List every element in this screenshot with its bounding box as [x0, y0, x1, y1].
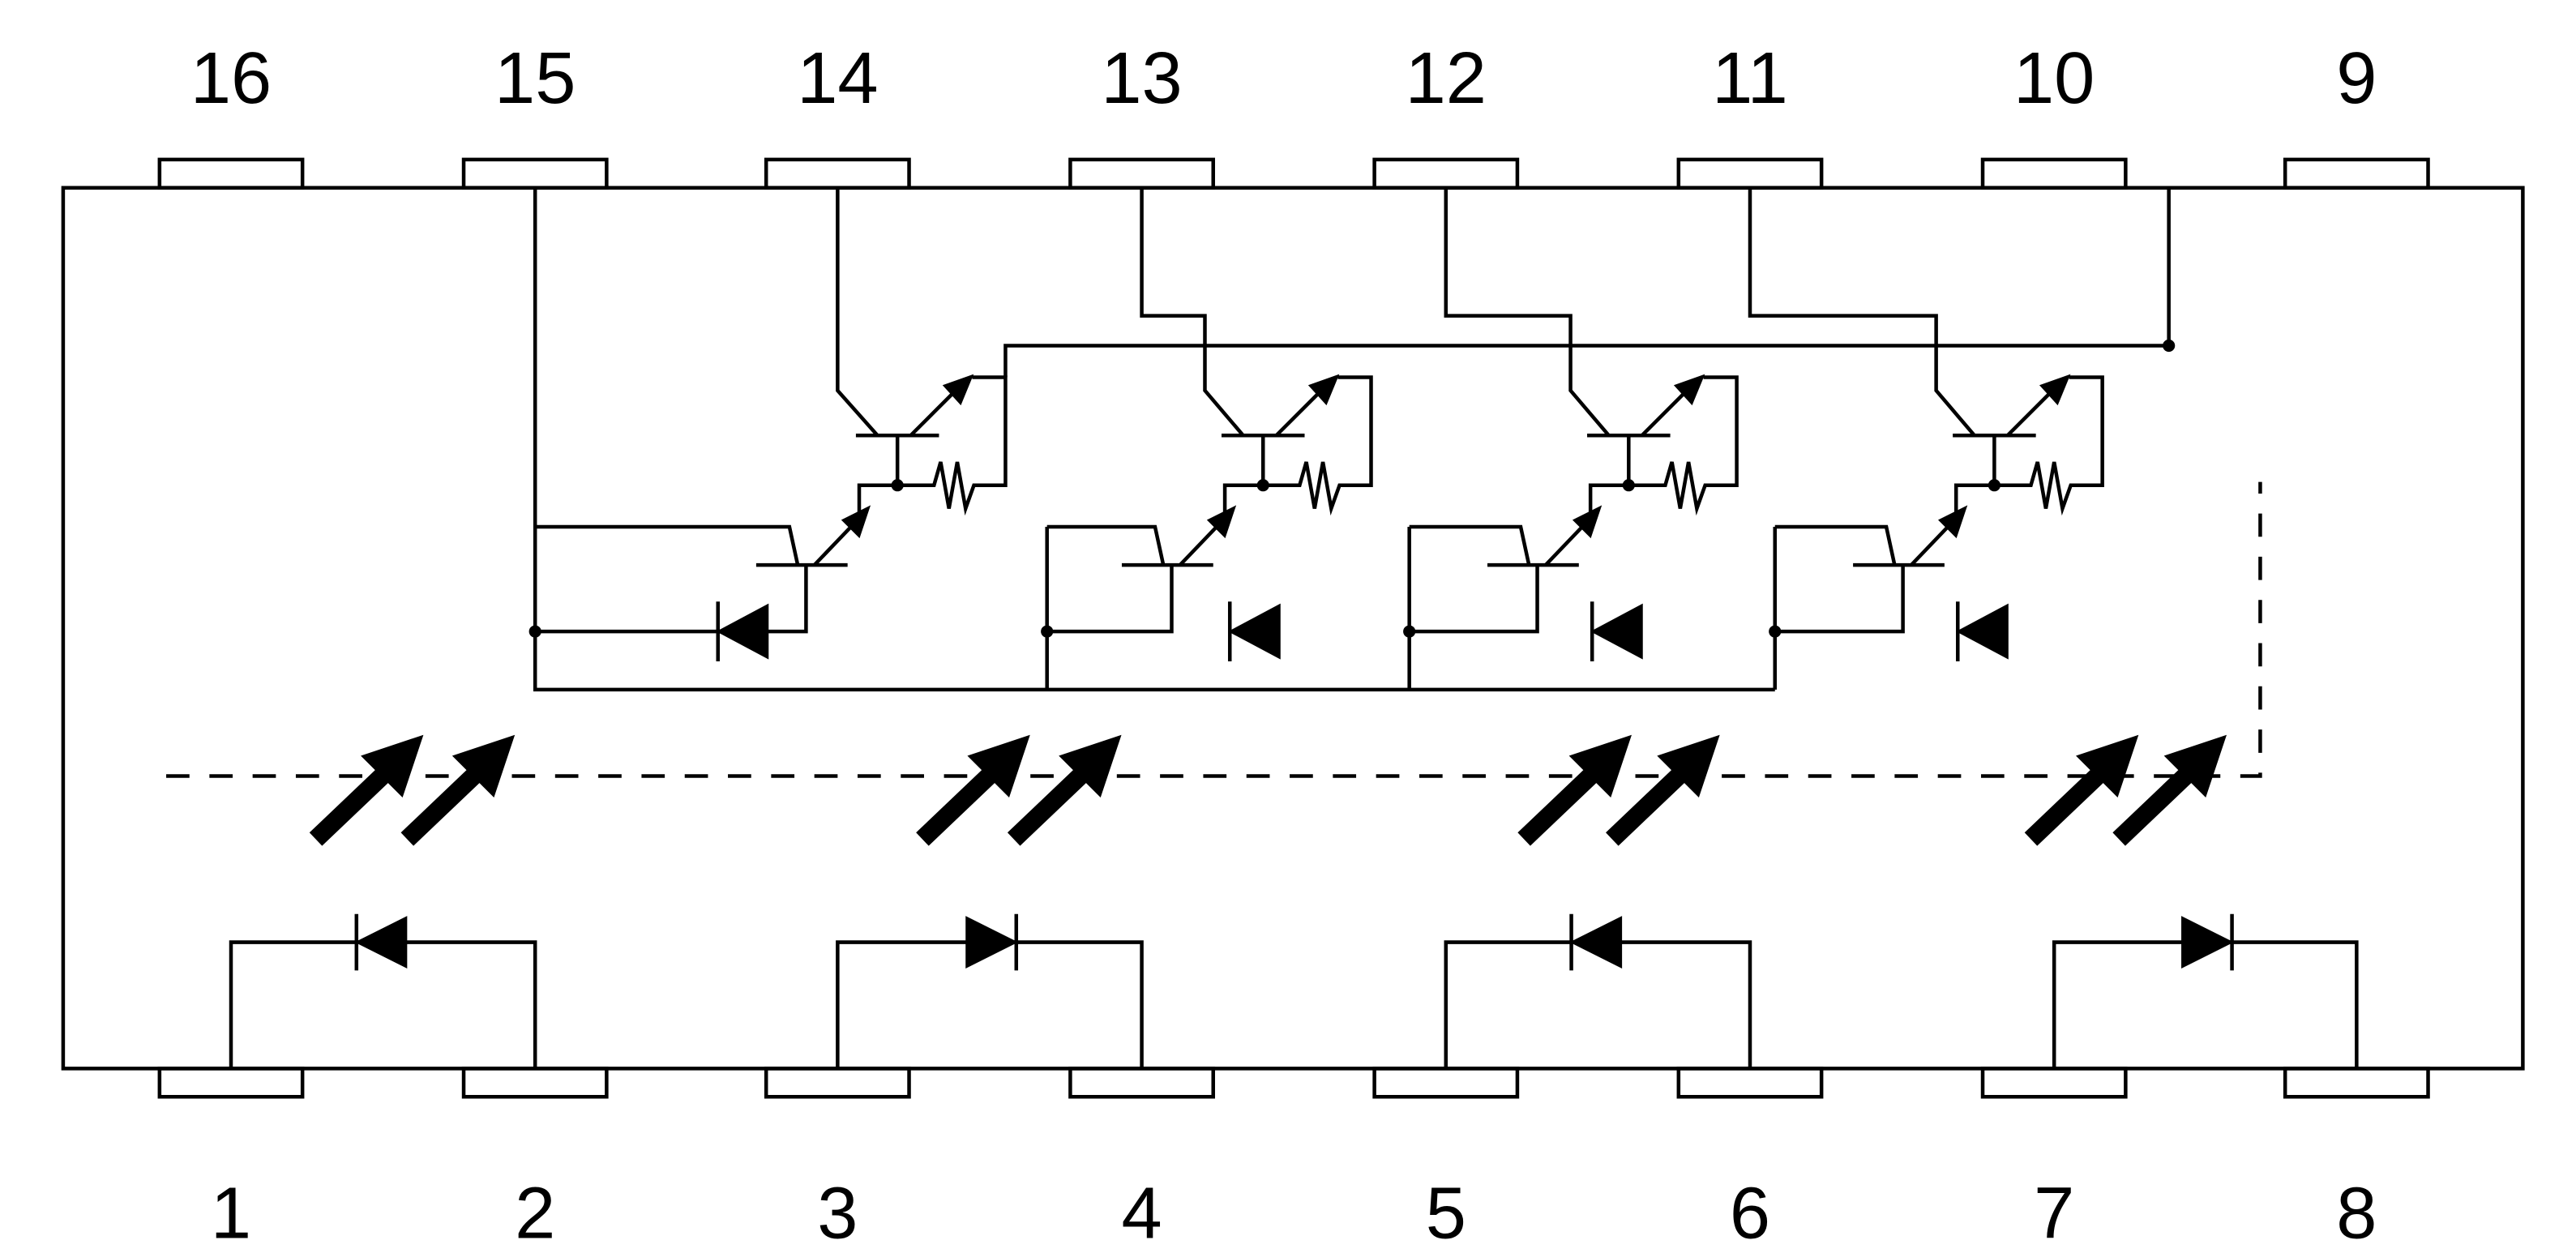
emitter-arrow-icon [942, 374, 974, 406]
pin-label-4: 4 [1121, 1173, 1162, 1253]
pin-label-13: 13 [1101, 37, 1182, 119]
led-wire [1444, 940, 1752, 1069]
emitter-wire [1953, 483, 1995, 527]
pin-label-11: 11 [1712, 37, 1788, 119]
transistor-emitter [909, 389, 957, 437]
pin-label-12: 12 [1406, 37, 1487, 119]
pin-label-3: 3 [817, 1173, 858, 1253]
transistor-collector [1409, 524, 1531, 566]
pin-7 [1980, 1067, 2128, 1099]
transistor-emitter [1179, 524, 1220, 567]
diode-icon [1956, 603, 2009, 660]
led-icon [1569, 916, 1623, 969]
junction-dot [2163, 339, 2176, 353]
pin-label-9: 9 [2336, 37, 2377, 119]
diode-wire [535, 565, 808, 634]
pin-label-5: 5 [1426, 1173, 1466, 1253]
collector-wire [1748, 187, 1976, 437]
transistor-collector [1046, 524, 1166, 566]
emitter-wire [1222, 483, 1264, 527]
arrow-head-icon [2076, 734, 2139, 798]
diode-wire [1046, 565, 1174, 634]
light-arrow-icon [2024, 766, 2107, 846]
diode-wire [1409, 565, 1539, 634]
pin-16 [157, 157, 305, 190]
emitter-arrow-icon [1673, 374, 1705, 406]
collector-wire [836, 187, 879, 437]
transistor-emitter [1275, 389, 1323, 437]
collector-wire [1140, 187, 1245, 437]
arrow-head-icon [1568, 734, 1632, 798]
arrow-head-icon [2163, 734, 2227, 798]
emitter-wire [857, 483, 898, 527]
pin-label-2: 2 [515, 1173, 555, 1253]
pin-1 [157, 1067, 305, 1099]
pin-label-7: 7 [2034, 1173, 2074, 1253]
pin-3 [764, 1067, 911, 1099]
resistor-icon [897, 375, 1008, 516]
resistor-icon [1263, 375, 1373, 516]
light-arrow-icon [1007, 766, 1090, 846]
diode-icon [1228, 603, 1281, 660]
pin-6 [1676, 1067, 1824, 1099]
transistor-emitter [2006, 389, 2054, 437]
pin-label-6: 6 [1730, 1173, 1770, 1253]
pin-label-16: 16 [190, 37, 272, 119]
pin-label-10: 10 [2013, 37, 2095, 119]
transistor-emitter [813, 524, 854, 567]
collector-wire [1444, 187, 1611, 437]
emitter-arrow-icon [2039, 374, 2071, 406]
emitter-arrow-icon [1206, 505, 1237, 539]
light-arrow-icon [916, 766, 999, 846]
pin-2 [461, 1067, 609, 1099]
emitter-bus [1003, 187, 2171, 378]
pin-label-15: 15 [494, 37, 576, 119]
emitter-arrow-icon [841, 505, 871, 539]
led-icon [965, 916, 1019, 969]
led-wire [836, 940, 1144, 1069]
pin-label-1: 1 [211, 1173, 251, 1253]
resistor-icon [1994, 375, 2104, 516]
ground-bus [533, 187, 1775, 692]
light-arrow-icon [1517, 766, 1601, 846]
emitter-arrow-icon [1307, 374, 1340, 406]
transistor-emitter [1544, 524, 1585, 567]
resistor-icon [1628, 375, 1739, 516]
pin-12 [1372, 157, 1520, 190]
led-icon [2181, 916, 2234, 969]
light-arrow-icon [400, 766, 484, 846]
light-arrow-icon [1606, 766, 1688, 846]
led-wire [229, 940, 537, 1069]
pin-11 [1676, 157, 1824, 190]
transistor-emitter [1910, 524, 1951, 567]
transistor-collector [535, 524, 800, 566]
light-arrow-icon [309, 766, 392, 846]
light-arrow-icon [2112, 766, 2196, 846]
emitter-arrow-icon [1572, 505, 1603, 539]
led-icon [354, 916, 408, 969]
dashed-isolation-line [166, 481, 2262, 778]
emitter-wire [1588, 483, 1629, 527]
pin-13 [1068, 157, 1215, 190]
emitter-arrow-icon [1937, 505, 1968, 539]
pin-label-14: 14 [797, 37, 878, 119]
diode-icon [1590, 603, 1643, 660]
led-wire [2052, 940, 2359, 1069]
pin-14 [764, 157, 911, 190]
transistor-emitter [1641, 389, 1688, 437]
pin-label-8: 8 [2336, 1173, 2377, 1253]
pin-5 [1372, 1067, 1520, 1099]
package-body [61, 186, 2525, 1071]
transistor-collector [1774, 524, 1897, 566]
pin-10 [1980, 157, 2128, 190]
pin-8 [2283, 1067, 2430, 1099]
pin-15 [461, 157, 609, 190]
diode-wire [1774, 565, 1905, 634]
pin-4 [1068, 1067, 1215, 1099]
diode-icon [716, 603, 769, 660]
pin-9 [2283, 157, 2430, 190]
